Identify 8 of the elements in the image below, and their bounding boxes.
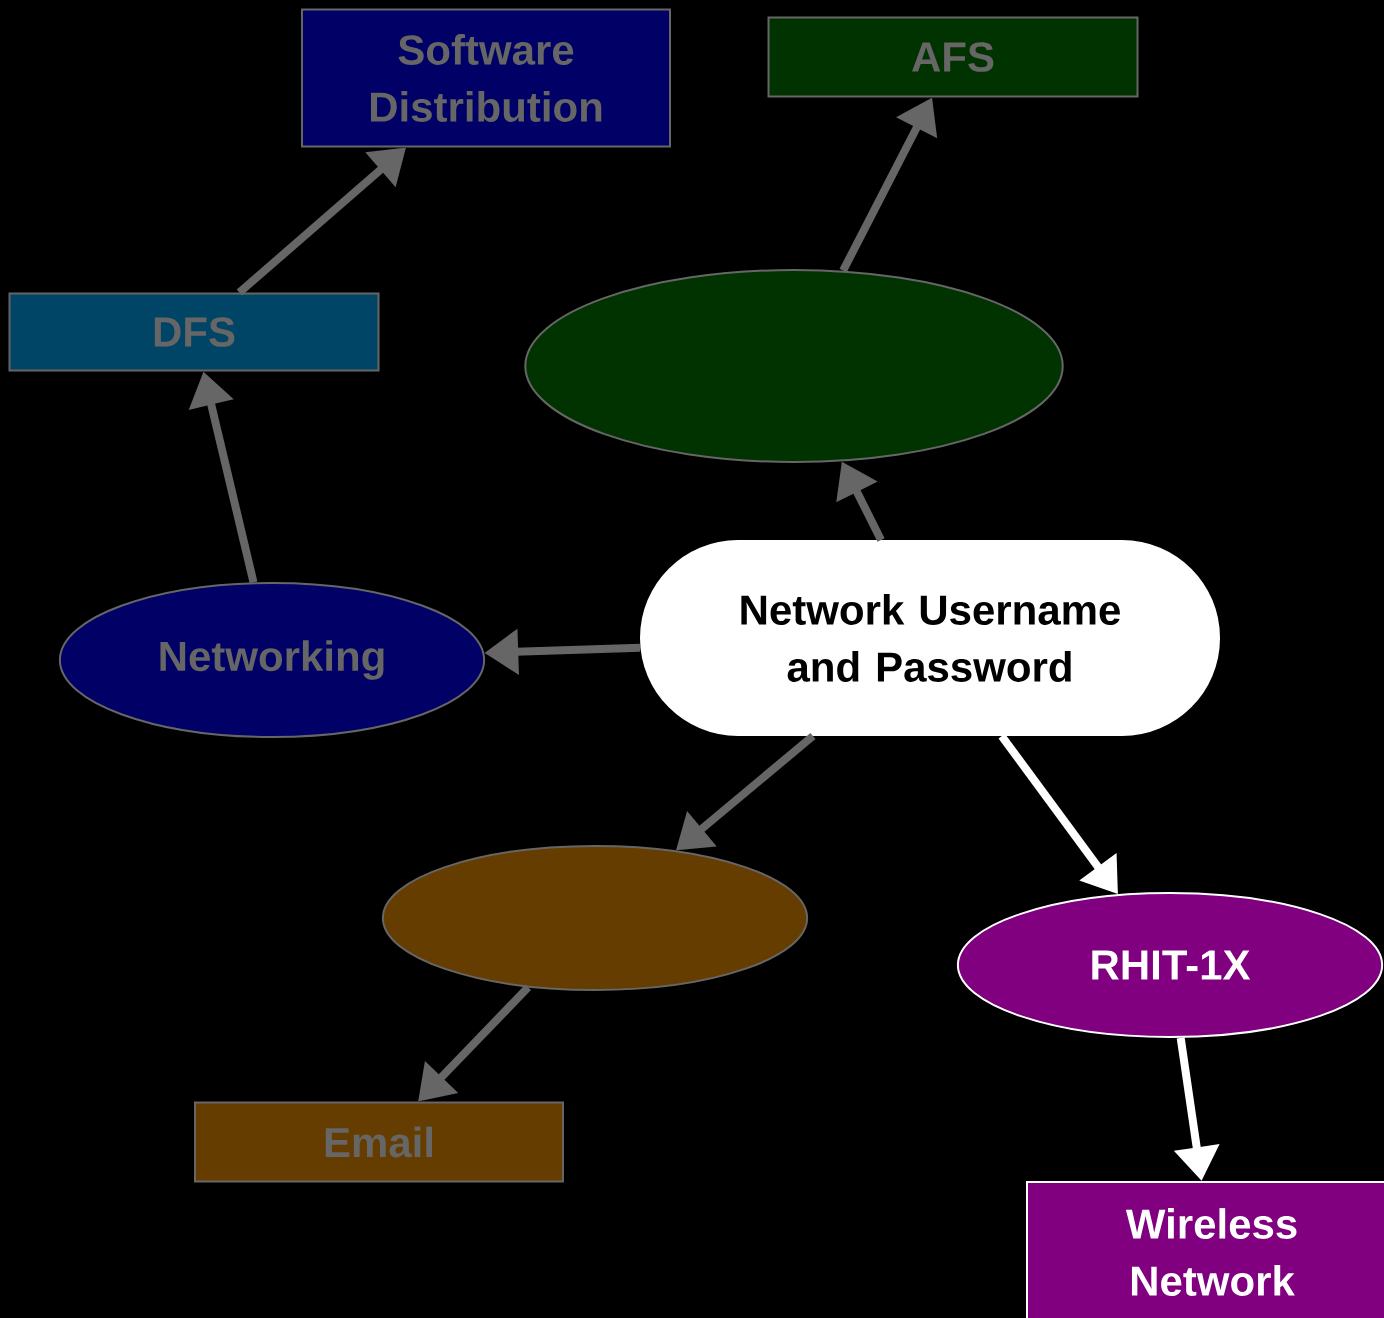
process-box: Email: [194, 1101, 564, 1183]
process-box: AFS: [767, 16, 1139, 98]
process-ellipse: [524, 269, 1064, 463]
process-box: Wireless Network: [1026, 1181, 1384, 1318]
process-ellipse: [381, 845, 809, 991]
process-box: Software Distribution: [301, 8, 671, 148]
process-box: DFS: [8, 292, 380, 372]
start-node: Network Username and Password: [640, 540, 1220, 736]
